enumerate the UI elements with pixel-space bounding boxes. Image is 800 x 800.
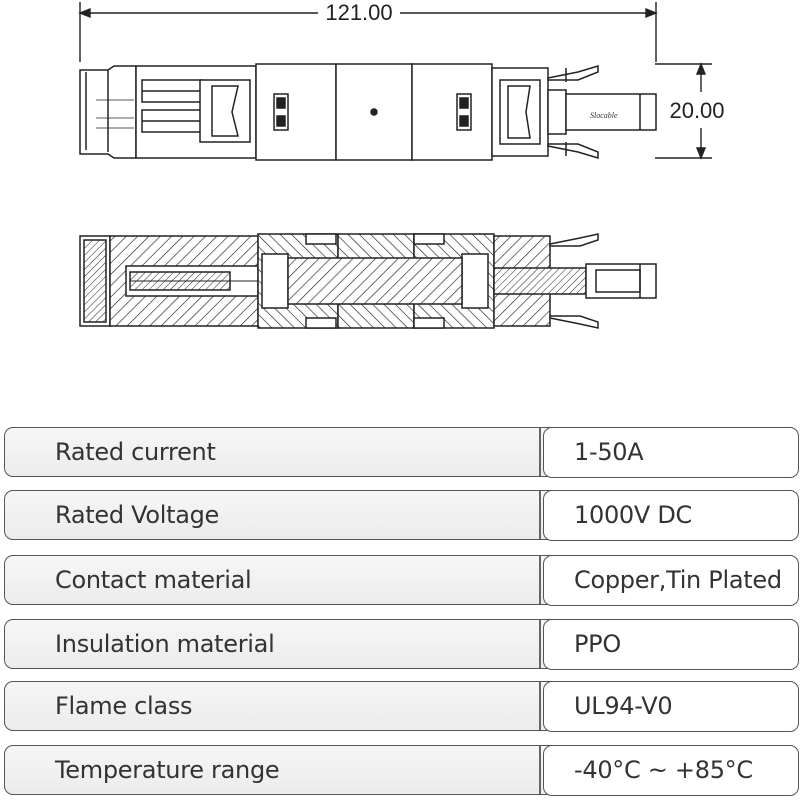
spec-divider [539,556,541,604]
height-dimension [655,62,712,160]
spec-divider [539,491,541,539]
spec-label: Temperature range [55,756,280,784]
cable-marking-left [96,99,134,129]
spec-value: 1000V DC [574,501,692,529]
spec-value: Copper,Tin Plated [574,566,782,594]
connector-top-view [79,63,657,161]
height-dimension-label: 20.00 [669,98,724,123]
spec-label: Rated current [55,438,216,466]
connector-section-view [79,233,657,329]
length-dimension-label: 121.00 [325,0,392,25]
spec-divider [539,620,541,668]
spec-label: Contact material [55,566,252,594]
spec-value: PPO [574,630,621,658]
spec-row-rated-voltage: Rated Voltage 1000V DC [4,489,799,541]
spec-value-box: Copper,Tin Plated [543,554,799,606]
spec-value: -40°C ~ +85°C [574,756,753,784]
spec-row-rated-current: Rated current 1-50A [4,426,799,478]
length-dimension [78,2,658,62]
spec-label: Flame class [55,692,193,720]
spec-row-insulation-material: Insulation material PPO [4,618,799,670]
spec-label: Rated Voltage [55,501,220,529]
connector-technical-drawing: 121.00 20.00 [78,0,725,329]
spec-row-contact-material: Contact material Copper,Tin Plated [4,554,799,606]
spec-row-temperature-range: Temperature range -40°C ~ +85°C [4,744,799,796]
spec-divider [539,682,541,730]
spec-value-box: 1-50A [543,426,799,478]
spec-label: Insulation material [55,630,275,658]
spec-value-box: PPO [543,618,799,670]
spec-value: 1-50A [574,438,644,466]
spec-row-flame-class: Flame class UL94-V0 [4,680,799,732]
spec-value-box: 1000V DC [543,489,799,541]
brand-marking-right: Slocable [590,111,618,120]
spec-value-box: -40°C ~ +85°C [543,744,799,796]
spec-value-box: UL94-V0 [543,680,799,732]
spec-divider [539,746,541,794]
spec-value: UL94-V0 [574,692,673,720]
spec-divider [539,428,541,476]
